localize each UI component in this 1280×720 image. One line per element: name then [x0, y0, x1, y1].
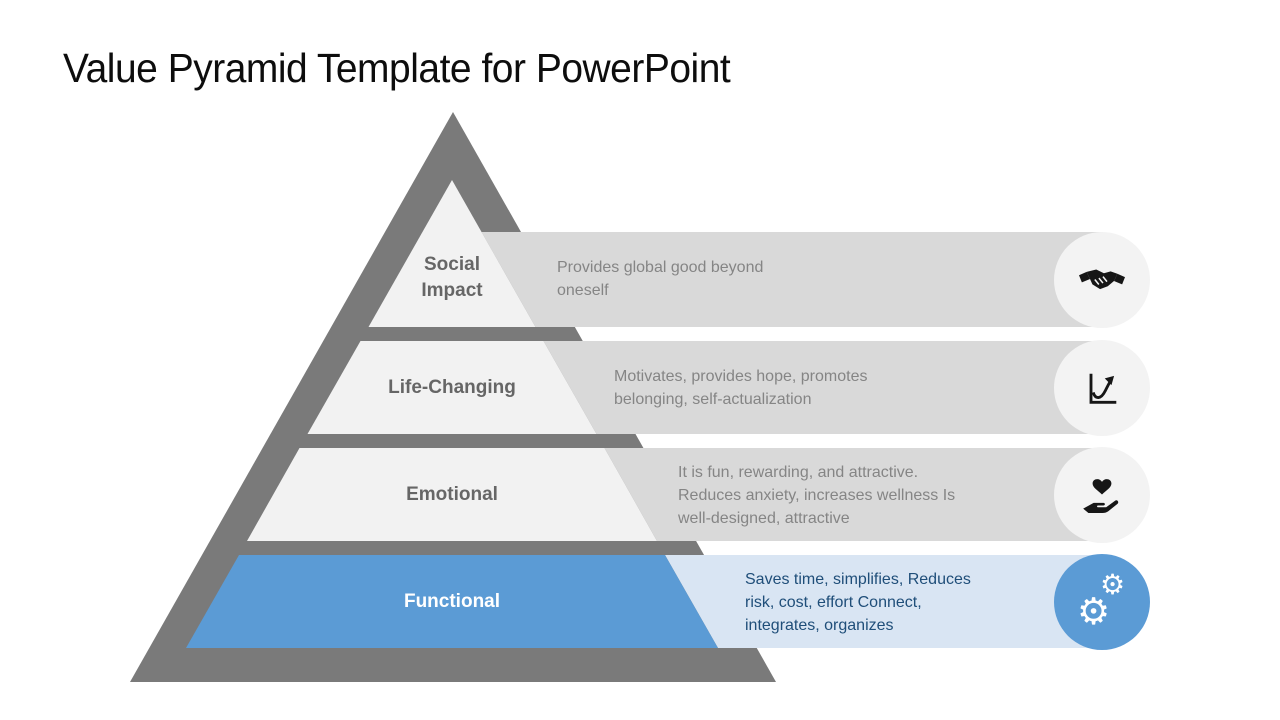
pyramid-segment-social-impact	[368, 180, 536, 327]
label-line: Impact	[421, 280, 483, 301]
icon-circle-social-impact	[1054, 232, 1150, 328]
slide-title: Value Pyramid Template for PowerPoint	[63, 45, 731, 91]
segment-label-social-impact: Social Impact	[292, 252, 612, 304]
description-line: oneself	[557, 282, 609, 299]
row-description-functional: Saves time, simplifies, Reduces risk, co…	[745, 568, 1145, 637]
label-line: Life-Changing	[388, 377, 516, 398]
description-line: Saves time, simplifies, Reduces	[745, 571, 971, 588]
row-band-emotional	[604, 448, 1103, 541]
icon-circle-life-changing	[1054, 340, 1150, 436]
description-line: belonging, self-actualization	[614, 391, 812, 408]
description-line: Provides global good beyond	[557, 259, 764, 276]
label-line: Functional	[403, 591, 501, 612]
description-line: It is fun, rewarding, and attractive.	[678, 464, 919, 481]
icon-circle-functional: ⚙ ⚙	[1054, 554, 1150, 650]
growth-chart-icon	[1089, 373, 1117, 404]
icon-circle-emotional	[1054, 447, 1150, 543]
description-line: risk, cost, effort Connect,	[745, 594, 922, 611]
row-description-social-impact: Provides global good beyond oneself	[557, 256, 957, 302]
segment-label-emotional: Emotional	[292, 482, 612, 508]
segment-label-life-changing: Life-Changing	[292, 375, 612, 401]
label-line: Emotional	[406, 484, 498, 505]
description-line: Motivates, provides hope, promotes	[614, 368, 868, 385]
description-line: well-designed, attractive	[678, 510, 850, 527]
segment-label-functional: Functional	[292, 589, 612, 615]
label-line: Social	[424, 254, 480, 275]
pyramid-segment-functional	[186, 555, 718, 648]
row-description-life-changing: Motivates, provides hope, promotes belon…	[614, 365, 1014, 411]
row-description-emotional: It is fun, rewarding, and attractive. Re…	[678, 461, 1078, 530]
pyramid-segment-life-changing	[307, 341, 597, 434]
gear-large-glyph: ⚙	[1077, 590, 1111, 633]
description-line: integrates, organizes	[745, 617, 894, 634]
gear-small-glyph: ⚙	[1100, 568, 1126, 601]
handshake-icon	[1079, 269, 1125, 290]
hand-heart-icon	[1083, 479, 1119, 513]
row-band-life-changing	[543, 341, 1103, 434]
gears-icon: ⚙ ⚙	[1054, 554, 1150, 650]
row-band-social-impact	[481, 232, 1103, 327]
pyramid-segment-emotional	[247, 448, 657, 541]
row-band-functional	[665, 555, 1103, 648]
description-line: Reduces anxiety, increases wellness Is	[678, 487, 956, 504]
